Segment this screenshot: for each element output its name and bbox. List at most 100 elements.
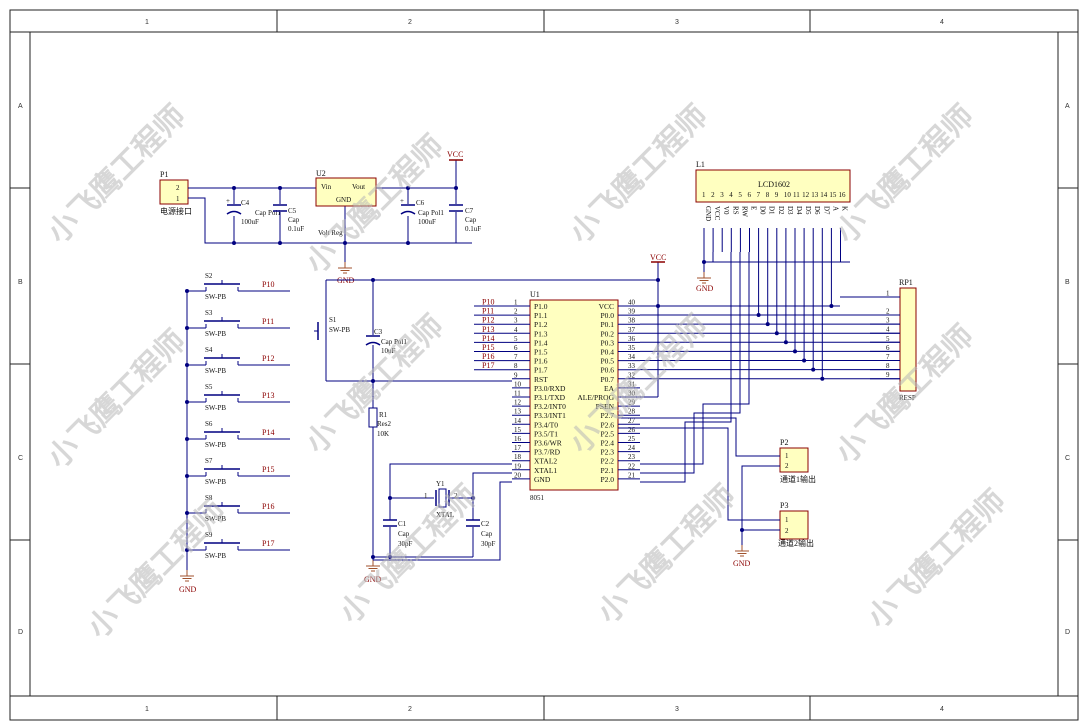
lcd-gnd-label: GND <box>696 284 714 293</box>
mcu-pin-number: 18 <box>514 453 522 461</box>
mcu-pin-name: PSEN <box>596 402 615 411</box>
s1-designator: S1 <box>329 316 337 324</box>
p2-connector-body <box>779 447 809 473</box>
rp1-pin-number: 7 <box>886 353 890 361</box>
mcu-pin-name: P3.4/T0 <box>534 420 558 429</box>
mcu-pin-name: P0.5 <box>600 357 614 366</box>
c2-value: 30pF <box>481 540 496 548</box>
zone-col-4-top: 4 <box>940 19 944 26</box>
c4-type: Cap Pol1 <box>255 209 281 217</box>
zone-row-a-left: A <box>18 103 23 110</box>
lcd-pin-name: D0 <box>759 206 767 215</box>
c3-type: Cap Pol1 <box>381 338 407 346</box>
mcu-pin-number: 37 <box>628 326 636 334</box>
mcu-pin-number: 2 <box>514 308 518 316</box>
mcu-pin-name: P3.2/INT0 <box>534 402 566 411</box>
lcd-pin-8: 8D1 <box>766 191 776 252</box>
c7-designator: C7 <box>465 207 474 215</box>
mcu-pin-number: 14 <box>514 417 522 425</box>
switch-column: GND S2SW-PBP10S3SW-PBP11S4SW-PBP12S5SW-P… <box>179 272 290 594</box>
crystal-section: Y1 1 2 XTAL C1 Cap 30pF C2 Cap 30pF GND <box>364 463 512 584</box>
mcu-pin-number: 29 <box>628 399 636 407</box>
u2-type: Volt Reg <box>318 229 343 237</box>
rp1-pin-3: 3 <box>870 317 900 325</box>
c5-value: 0.1uF <box>288 225 304 233</box>
c7-value: 0.1uF <box>465 225 481 233</box>
lcd-pin-number: 10 <box>784 191 792 199</box>
rp1-pin-number: 6 <box>886 344 890 352</box>
mcu-pin-number: 26 <box>628 426 636 434</box>
rp1-pin-5: 5 <box>870 335 900 343</box>
u2-designator: U2 <box>316 169 326 178</box>
mcu-pin-number: 30 <box>628 390 636 398</box>
y1-pin2: 2 <box>454 492 458 500</box>
lcd-pin-9: 9D2 <box>775 191 785 252</box>
zone-col-2-top: 2 <box>408 19 412 26</box>
lcd-pin-number: 14 <box>820 191 828 199</box>
lcd-body <box>695 169 851 203</box>
lcd-pin-name: A <box>831 206 839 211</box>
zone-col-3-top: 3 <box>675 19 679 26</box>
mcu-pin-number: 12 <box>514 399 522 407</box>
zone-row-a-right: A <box>1065 103 1070 110</box>
lcd-pin-number: 6 <box>748 191 752 199</box>
lcd-pin-number: 5 <box>738 191 742 199</box>
y1-pin1: 1 <box>424 492 428 500</box>
rp1-pin-number: 5 <box>886 335 890 343</box>
crystal-gnd-label: GND <box>364 575 382 584</box>
lcd-pin-number: 16 <box>839 191 847 199</box>
output-section: P2 1 2 通道1输出 P3 1 2 通道2输出 GND <box>618 417 816 568</box>
watermark-text: 小飞鹰工程师 <box>861 484 1013 636</box>
watermark-text: 小飞鹰工程师 <box>563 99 715 251</box>
u2-regulator-body <box>315 177 377 207</box>
lcd-pin-number: 12 <box>802 191 810 199</box>
c6-designator: C6 <box>416 199 425 207</box>
mcu-pin-number: 15 <box>514 426 522 434</box>
switch-type: SW-PB <box>205 404 226 412</box>
u1-mcu-body <box>529 299 619 491</box>
watermark-text: 小飞鹰工程师 <box>41 324 193 476</box>
p1-connector-body <box>159 179 189 205</box>
mcu-pin-name: P2.1 <box>600 466 614 475</box>
c6-value: 100uF <box>418 218 436 226</box>
switch-type: SW-PB <box>205 293 226 301</box>
mcu-pin-number: 13 <box>514 408 522 416</box>
mcu-pin-name: P1.1 <box>534 311 548 320</box>
mcu-pin-name: VCC <box>599 302 614 311</box>
mcu-pin-number: 24 <box>628 444 636 452</box>
mcu-left-pin-12: 12 P3.2/INT0 <box>512 399 566 411</box>
mcu-pin-number: 36 <box>628 335 636 343</box>
zone-row-c-right: C <box>1065 455 1070 462</box>
mcu-pin-number: 39 <box>628 308 636 316</box>
lcd-pin-name: K <box>841 206 849 211</box>
c6-type: Cap Pol1 <box>418 209 444 217</box>
rp1-type: RESP <box>899 394 916 402</box>
mcu-pin-number: 6 <box>514 344 518 352</box>
mcu-pin-name: P3.6/WR <box>534 439 562 448</box>
lcd-pin-name: VCC <box>713 206 721 221</box>
mcu-pin-number: 8 <box>514 362 518 370</box>
lcd-pin-number: 11 <box>793 191 800 199</box>
mcu-pin-number: 10 <box>514 380 522 388</box>
lcd-pin-name: D4 <box>795 206 803 215</box>
mcu-pin-name: P1.5 <box>534 348 548 357</box>
c6-plus-icon: + <box>400 197 404 205</box>
mcu-pin-name: P1.3 <box>534 329 548 338</box>
mcu-pin-name: P3.7/RD <box>534 448 561 457</box>
